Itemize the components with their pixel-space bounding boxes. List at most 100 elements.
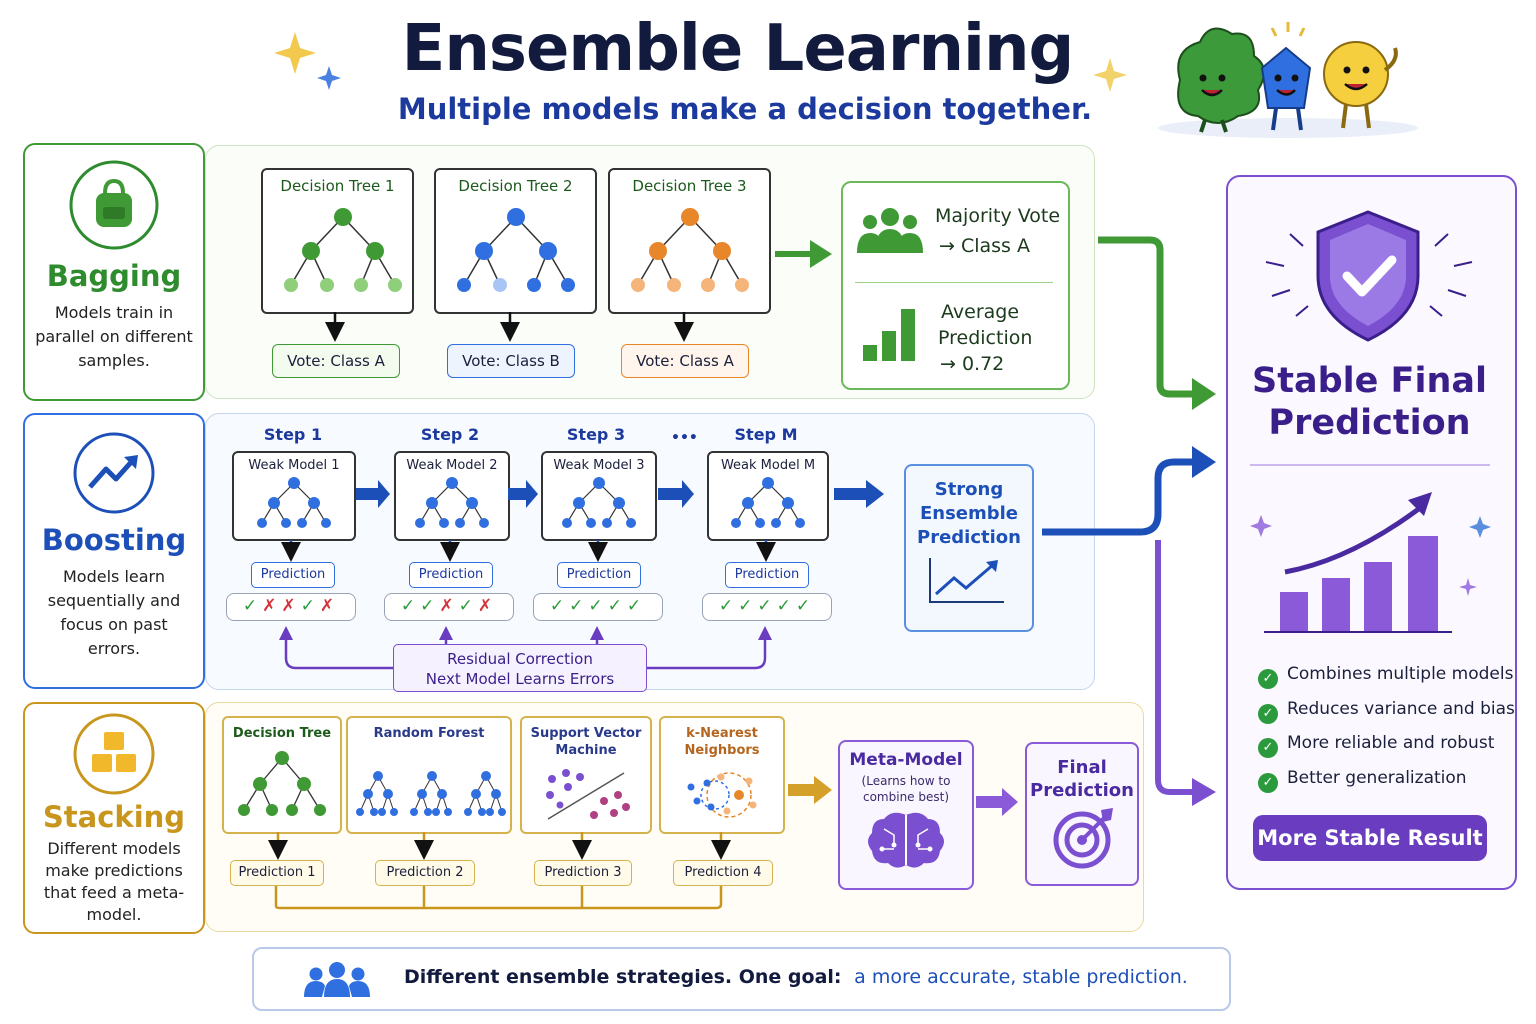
check-icon: ✓ [607,596,627,616]
step-label: Step 1 [263,425,323,444]
bagging-tree-card: Decision Tree 3 [608,168,771,314]
majority-vote-result: → Class A [939,235,1030,257]
residual-correction-box: Residual Correction Next Model Learns Er… [393,644,647,692]
decision-tree-icon [731,477,805,528]
brain-icon [868,812,944,868]
divider [855,282,1053,283]
decision-tree-icon [257,477,331,528]
strong-line2: Ensemble [919,503,1019,524]
strong-line1: Strong [934,479,1004,500]
check-icon: ✓ [242,596,263,616]
model-title: Random Forest [373,726,485,741]
trend-chart-icon [929,558,1004,603]
check-icon: ✓ [795,596,816,616]
strong-ensemble-card: Strong Ensemble Prediction [904,464,1034,632]
benefit-item: ✓Reduces variance and bias [1258,699,1515,724]
check-icon: ✓ [420,596,440,616]
page-title: Ensemble Learning [401,12,1075,86]
cross-icon: ✗ [319,596,340,616]
prediction-pill: Prediction 4 [673,860,773,886]
final-prediction-card: Final Prediction [1025,742,1139,886]
prediction-pill: Prediction [251,562,335,588]
weak-model-card: Weak Model 2 [394,451,510,541]
prediction-pill: Prediction [725,562,809,588]
weak-model-card: Weak Model 3 [541,451,657,541]
target-icon [1053,808,1113,869]
base-model-card: k-Nearest Neighbors [659,716,785,834]
vote-badge: Vote: Class B [447,344,575,378]
decision-tree-icon [631,208,749,292]
cross-icon: ✗ [477,596,498,616]
tree-title: Decision Tree 2 [458,177,573,195]
result-title-line1: Stable Final [1252,361,1487,401]
strong-line3: Prediction [917,527,1021,548]
page-subtitle: Multiple models make a decision together… [397,92,1093,126]
svm-icon [546,769,630,820]
average-label-2: Prediction [938,327,1033,349]
footer-text: Different ensemble strategies. One goal:… [404,966,1188,988]
prediction-pill: Prediction 1 [230,860,324,886]
bagging-tree-card: Decision Tree 2 [434,168,597,314]
meta-model-card: Meta-Model (Learns how to combine best) [838,740,974,890]
check-circle-icon: ✓ [1258,669,1278,689]
more-stable-result-button[interactable]: More Stable Result [1253,815,1487,861]
footer-banner: Different ensemble strategies. One goal:… [252,947,1231,1011]
base-model-card: Decision Tree [222,716,342,834]
check-icon: ✓ [718,596,739,616]
model-title: Decision Tree [232,726,332,741]
boosting-description: Models learn sequentially and focus on p… [47,567,181,658]
weak-model-card: Weak Model 1 [232,451,356,541]
check-icon: ✓ [549,596,570,616]
weak-model-card: Weak Model M [707,451,829,541]
decision-tree-icon [562,477,636,528]
residual-line1: Residual Correction [447,650,593,668]
decision-tree-icon [415,477,489,528]
benefit-item: ✓Better generalization [1258,768,1467,793]
backpack-icon [69,160,159,250]
bagging-description: Models train in parallel on different sa… [35,303,193,370]
boosting-title: Boosting [41,523,187,557]
benefit-item: ✓More reliable and robust [1258,733,1494,758]
tree-title: Decision Tree 1 [280,177,395,195]
check-row: ✓✗✗✓✗ [226,593,356,621]
prediction-pill: Prediction 2 [375,860,475,886]
residual-line2: Next Model Learns Errors [425,670,615,688]
footer-highlight: a more accurate, stable prediction. [854,966,1188,988]
check-icon: ✓ [776,596,796,616]
check-row: ✓✓✓✓✓ [533,593,663,621]
decision-tree-icon [238,751,326,816]
final-line1: Final [1057,757,1107,778]
decision-tree-icon [457,208,575,292]
cross-icon: ✗ [439,596,459,616]
majority-vote-label: Majority Vote [935,205,1061,227]
vote-badge: Vote: Class A [272,344,400,378]
average-value: → 0.72 [940,353,1005,375]
final-line2: Prediction [1030,780,1134,801]
check-circle-icon: ✓ [1258,773,1278,793]
check-icon: ✓ [588,596,608,616]
meta-model-title: Meta-Model [849,750,963,770]
people-icon [857,208,923,253]
vote-badge: Vote: Class A [621,344,749,378]
blocks-icon [73,713,155,795]
knn-icon [687,772,757,818]
bagging-tree-card: Decision Tree 1 [261,168,414,314]
prediction-pill: Prediction 3 [534,860,632,886]
model-title: k-Nearest Neighbors [684,726,760,758]
trend-up-icon [73,432,155,514]
bagging-title: Bagging [46,259,182,293]
weak-model-title: Weak Model 2 [406,458,498,473]
base-model-card: Support Vector Machine [520,716,652,834]
check-icon: ✓ [300,596,320,616]
ellipsis: ••• [671,430,698,446]
weak-model-title: Weak Model 1 [248,458,340,473]
check-row: ✓✓✓✓✓ [702,593,832,621]
base-model-card: Random Forest [346,716,512,834]
result-title-line2: Prediction [1268,403,1471,443]
prediction-pill: Prediction [409,562,493,588]
meta-model-sub: (Learns how to combine best) [861,774,951,804]
step-label: Step 3 [566,425,626,444]
step-label: Step M [734,425,798,444]
check-icon: ✓ [626,596,647,616]
bar-chart-icon [863,309,915,361]
